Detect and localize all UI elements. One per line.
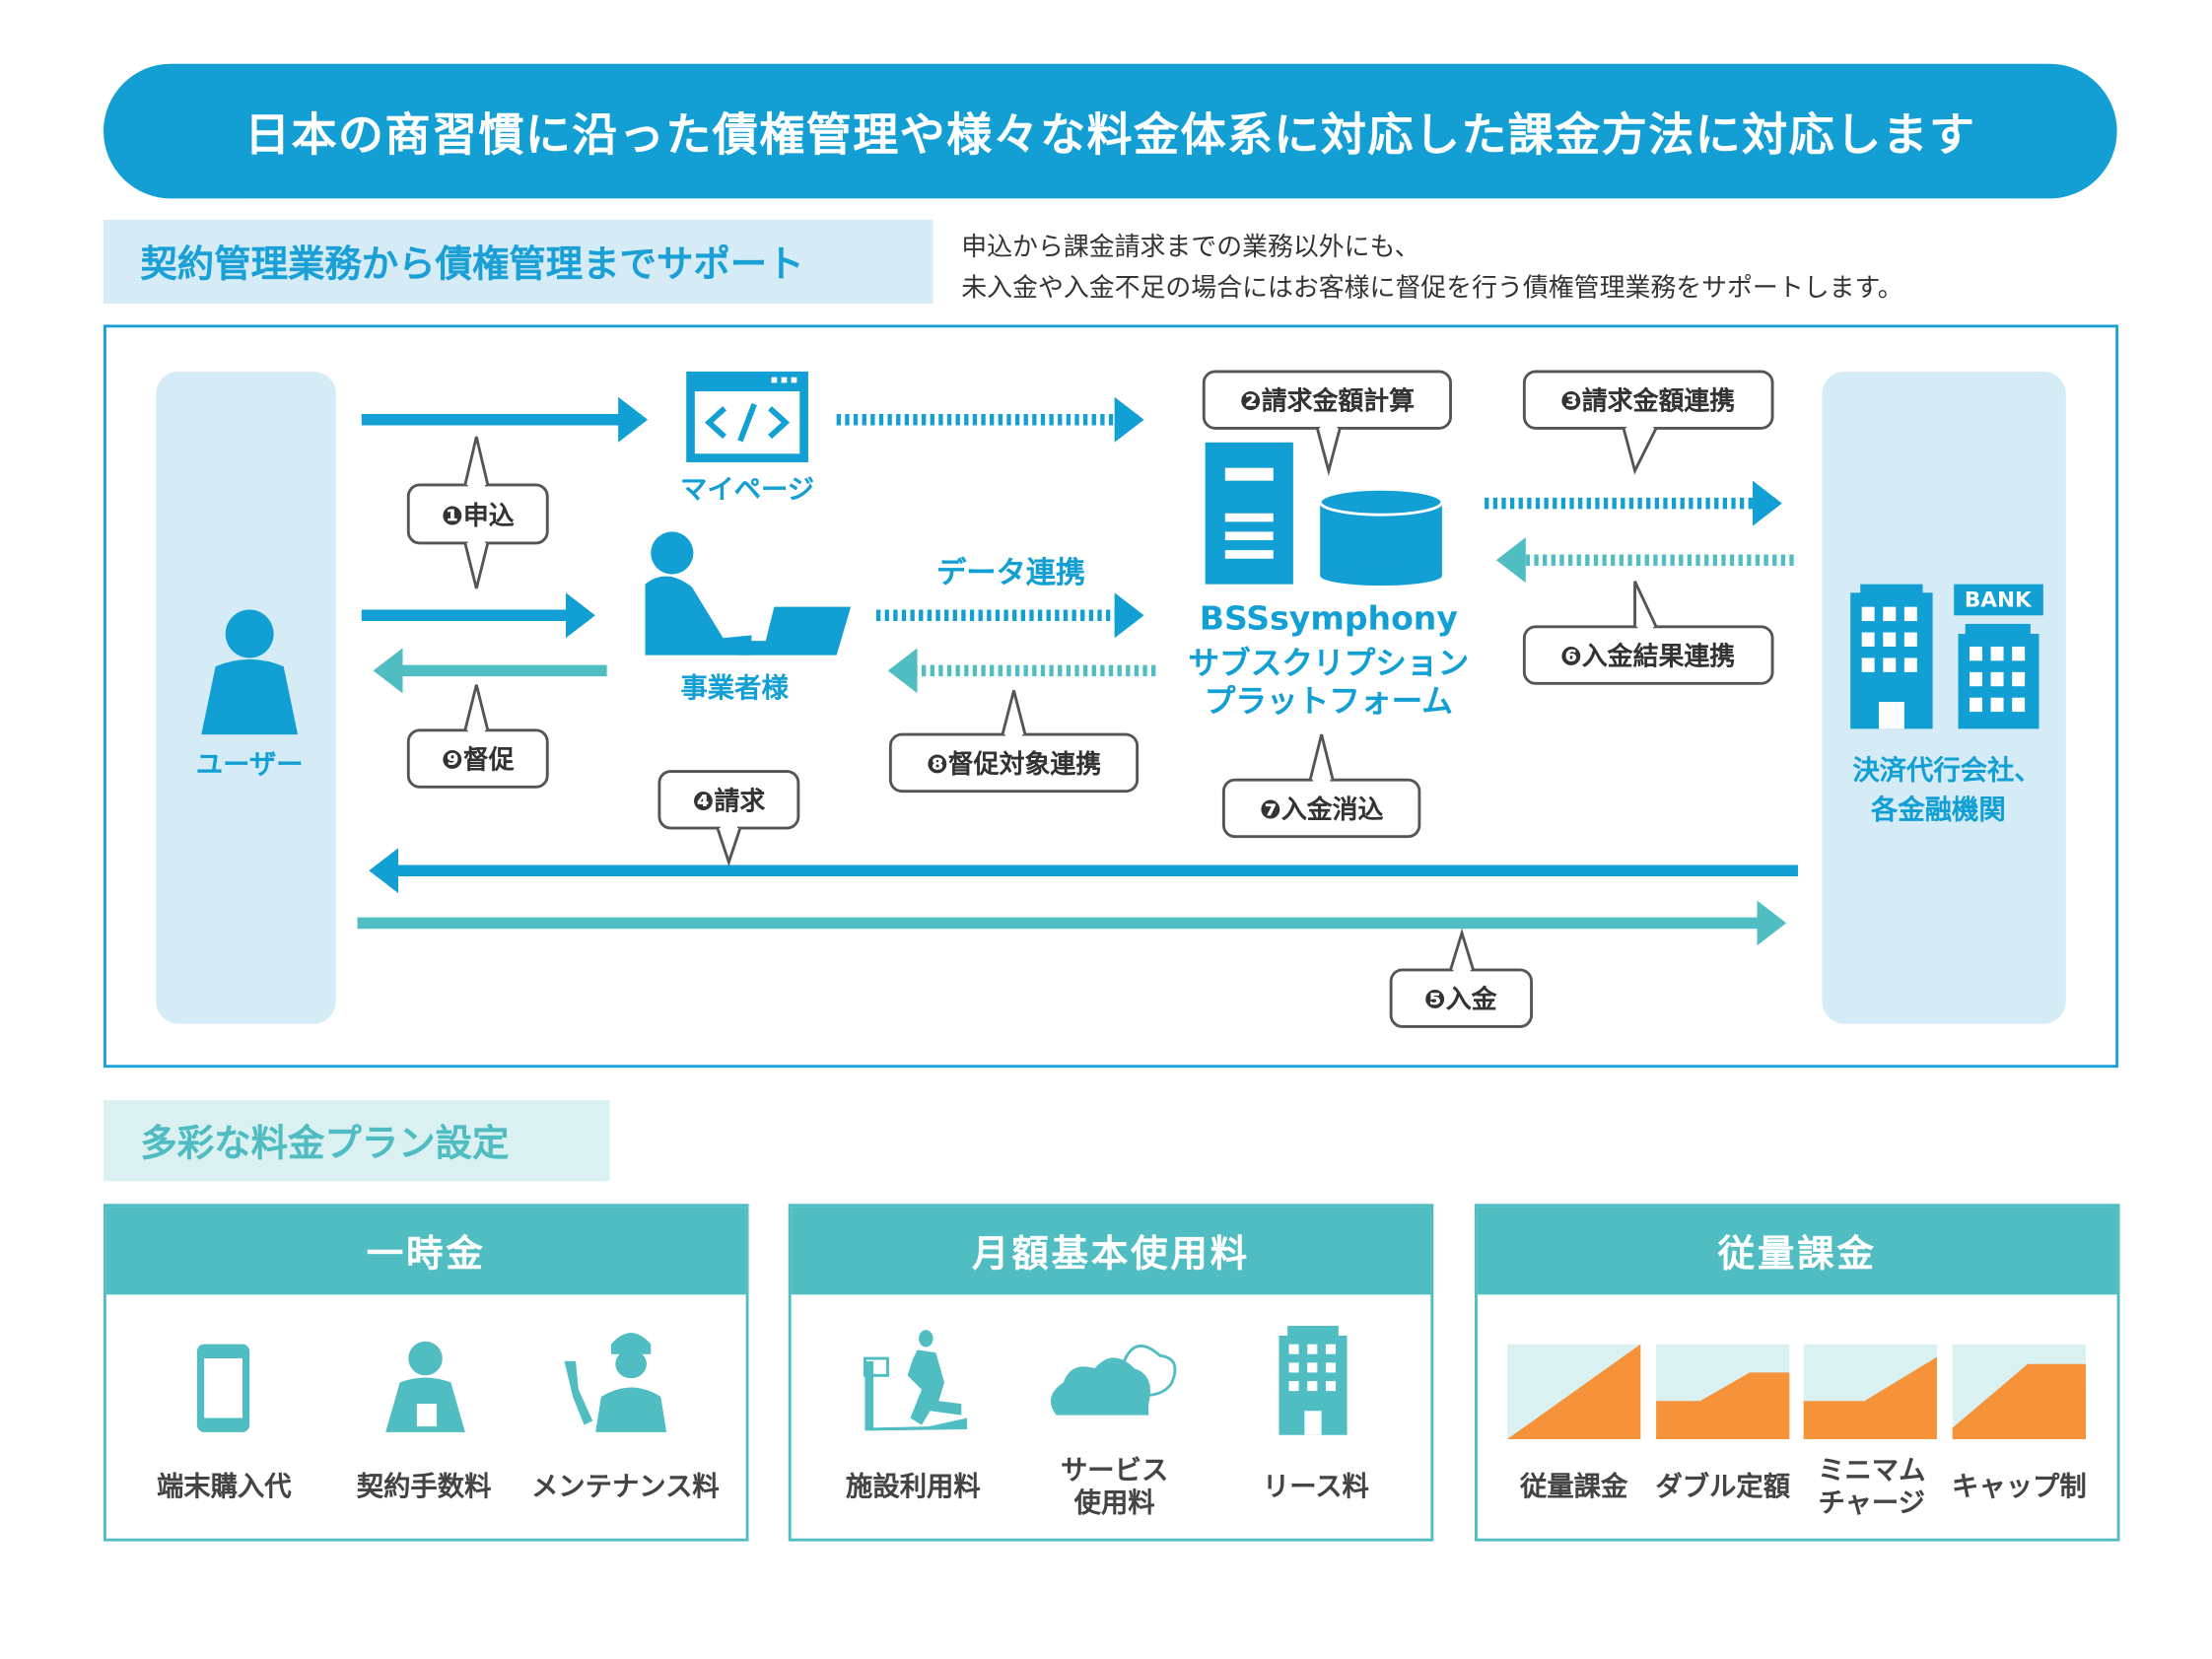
business-person-icon <box>645 531 852 656</box>
chart-minimum-charge <box>1803 1344 1937 1440</box>
building-windows <box>1861 606 1917 729</box>
label-line: チャージ <box>1818 1486 1926 1519</box>
step-label: 請求金額計算 <box>1261 386 1416 417</box>
label-line: サービス <box>1060 1454 1169 1486</box>
card-title: 月額基本使用料 <box>791 1207 1431 1295</box>
label-line: ミニマム <box>1818 1454 1926 1486</box>
step-label: 督促対象連携 <box>947 749 1102 781</box>
label-line: 使用料 <box>1073 1486 1155 1519</box>
step-2-calculate: ❷請求金額計算 <box>1240 381 1415 418</box>
step-9-dunning: ❾督促 <box>442 740 515 777</box>
step-label: 入金消込 <box>1280 795 1384 826</box>
bank-label-2: 各金融機関 <box>1871 795 2006 826</box>
step-label: 請求金額連携 <box>1581 386 1736 417</box>
item-lease-fee: リース料 <box>1262 1471 1369 1503</box>
step-6-payment-result: ❻入金結果連携 <box>1560 637 1735 673</box>
step-4-invoice: ❹請求 <box>693 782 766 818</box>
step-number: ❹ <box>692 787 715 817</box>
item-maintenance-fee: メンテナンス料 <box>530 1471 720 1503</box>
item-cap: キャップ制 <box>1952 1471 2087 1503</box>
platform-subtitle-2: プラットフォーム <box>1204 684 1453 721</box>
user-label: ユーザー <box>195 749 304 781</box>
item-double-flat-rate: ダブル定額 <box>1655 1471 1791 1503</box>
person-contract-icon <box>385 1341 465 1432</box>
maintenance-worker-icon <box>564 1333 667 1432</box>
code-window-icon <box>686 371 808 462</box>
item-usage-based: 従量課金 <box>1520 1471 1628 1503</box>
step-label: 請求 <box>714 787 766 817</box>
page-title: 日本の商習慣に沿った債権管理や様々な料金体系に対応した課金方法に対応します <box>104 63 2117 199</box>
mypage-label: マイページ <box>680 474 815 506</box>
smartphone-icon <box>196 1344 250 1432</box>
step-1-apply: ❶申込 <box>442 496 515 532</box>
chart-double-flat-rate <box>1656 1344 1790 1440</box>
step-number: ❶ <box>441 502 463 532</box>
platform-subtitle-1: サブスクリプション <box>1188 646 1470 682</box>
section-heading-debt-management: 契約管理業務から債権管理までサポート <box>104 219 933 304</box>
item-contract-fee: 契約手数料 <box>356 1471 492 1503</box>
server-database-icon <box>1205 442 1444 587</box>
step-number: ❽ <box>926 749 948 781</box>
card-title: 従量課金 <box>1477 1207 2117 1295</box>
step-label: 督促 <box>462 745 515 776</box>
step-7-reconcile: ❼入金消込 <box>1260 790 1384 826</box>
callout-shapes <box>406 370 1774 1028</box>
platform-name: BSSsymphony <box>1199 600 1458 639</box>
description-line-2: 未入金や入金不足の場合にはお客様に督促を行う債権管理業務をサポートします。 <box>961 273 1903 304</box>
chart-cap <box>1952 1344 2086 1440</box>
step-number: ❻ <box>1559 642 1582 672</box>
section-heading-pricing-plans: 多彩な料金プラン設定 <box>104 1100 610 1182</box>
step-5-payment: ❺入金 <box>1424 980 1497 1016</box>
step-8-dunning-link: ❽督促対象連携 <box>927 744 1101 781</box>
step-number: ❸ <box>1559 386 1582 417</box>
item-device-purchase: 端末購入代 <box>156 1471 292 1503</box>
step-number: ❾ <box>441 745 463 776</box>
data-link-label: データ連携 <box>936 555 1086 590</box>
user-icon <box>201 609 299 735</box>
business-label: 事業者様 <box>680 672 789 705</box>
office-building-icon <box>1279 1325 1348 1435</box>
step-number: ❷ <box>1239 386 1262 417</box>
item-service-fee: サービス 使用料 <box>1061 1455 1168 1520</box>
step-3-billing-link: ❸請求金額連携 <box>1560 381 1735 418</box>
chart-usage-based <box>1507 1344 1641 1440</box>
step-number: ❺ <box>1423 985 1446 1015</box>
bank-badge: BANK <box>1964 587 2032 613</box>
step-label: 入金結果連携 <box>1581 642 1736 672</box>
step-label: 入金 <box>1445 985 1497 1015</box>
callout-gap-fills <box>467 426 1654 973</box>
description-line-1: 申込から課金請求までの業務以外にも、 <box>961 232 1420 263</box>
card-title: 一時金 <box>105 1207 746 1295</box>
cloud-icon <box>1050 1345 1177 1416</box>
step-label: 申込 <box>462 502 515 532</box>
section-description: 申込から課金請求までの業務以外にも、 未入金や入金不足の場合にはお客様に督促を行… <box>961 227 1902 309</box>
item-facility-fee: 施設利用料 <box>846 1471 981 1503</box>
treadmill-runner-icon <box>864 1330 968 1431</box>
item-minimum-charge: ミニマム チャージ <box>1818 1455 1925 1520</box>
bank-label-1: 決済代行会社、 <box>1852 754 2041 787</box>
step-number: ❼ <box>1259 795 1281 826</box>
flow-diagram-frame <box>104 324 2119 1069</box>
